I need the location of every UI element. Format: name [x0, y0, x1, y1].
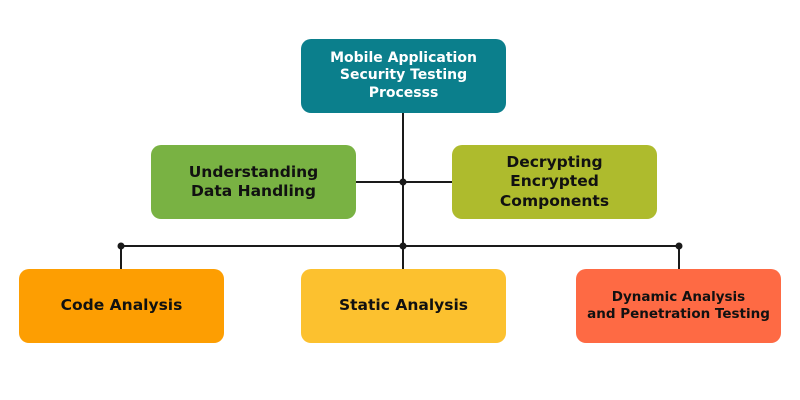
- understanding-data-handling-node: Understanding Data Handling: [151, 145, 356, 219]
- code-analysis-node: Code Analysis: [19, 269, 224, 343]
- static-analysis-node: Static Analysis: [301, 269, 506, 343]
- junction-dot-right: [675, 242, 683, 250]
- code-analysis-label: Code Analysis: [60, 296, 183, 315]
- decrypting-encrypted-components-node: Decrypting Encrypted Components: [452, 145, 657, 219]
- junction-dot-left: [117, 242, 125, 250]
- junction-dot-middle: [399, 178, 407, 186]
- root-node-label: Mobile Application Security Testing Proc…: [330, 49, 477, 101]
- decrypting-encrypted-components-label: Decrypting Encrypted Components: [499, 152, 610, 210]
- dynamic-analysis-node: Dynamic Analysis and Penetration Testing: [576, 269, 781, 343]
- understanding-data-handling-label: Understanding Data Handling: [188, 162, 319, 200]
- static-analysis-label: Static Analysis: [338, 296, 468, 315]
- junction-dot-center: [399, 242, 407, 250]
- root-node: Mobile Application Security Testing Proc…: [301, 39, 506, 113]
- dynamic-analysis-label: Dynamic Analysis and Penetration Testing: [587, 289, 770, 322]
